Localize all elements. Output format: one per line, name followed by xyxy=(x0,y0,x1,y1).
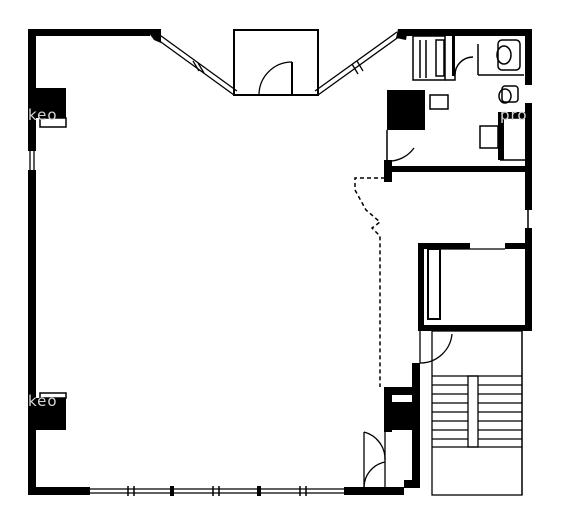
window-mullion-2 xyxy=(257,486,261,496)
shaft-column xyxy=(387,90,425,130)
right-wall-3 xyxy=(525,228,532,330)
exterior-walls xyxy=(28,29,532,495)
sink-2 xyxy=(479,125,499,149)
dashed-partition xyxy=(354,177,385,387)
column-left-upper xyxy=(36,88,66,118)
door-swing-entrance xyxy=(258,61,293,96)
stair-core xyxy=(467,375,479,448)
bottom-window xyxy=(90,486,344,496)
toilet-2 xyxy=(501,85,519,103)
lower-door xyxy=(363,431,386,488)
entrance-vestibule xyxy=(233,29,319,96)
washbasin-counter xyxy=(412,35,446,81)
top-left-wall xyxy=(28,29,150,36)
top-right-wall xyxy=(398,29,531,36)
diagonal-window-right xyxy=(314,31,401,96)
toilet-1 xyxy=(497,39,521,71)
right-wall-1 xyxy=(525,29,532,85)
restroom xyxy=(412,35,525,161)
diagonal-window-left xyxy=(153,32,238,96)
bottom-wall-right xyxy=(344,487,404,495)
watermark-3: pro xyxy=(500,106,528,124)
door-swing-stair xyxy=(419,331,453,364)
watermark-1: keo xyxy=(28,106,58,124)
left-columns xyxy=(29,88,67,430)
stair-landing-column xyxy=(392,402,420,430)
window-mullion-1 xyxy=(170,486,174,496)
left-wall-upper xyxy=(28,29,36,151)
column-left-lower xyxy=(36,398,66,430)
right-wall-2 xyxy=(525,103,532,210)
bottom-wall-left xyxy=(28,487,90,495)
watermark-2: keo xyxy=(28,392,58,410)
closet xyxy=(427,248,505,320)
sink-1 xyxy=(429,94,449,110)
left-wall-lower xyxy=(28,170,36,495)
stairwell xyxy=(431,330,523,496)
